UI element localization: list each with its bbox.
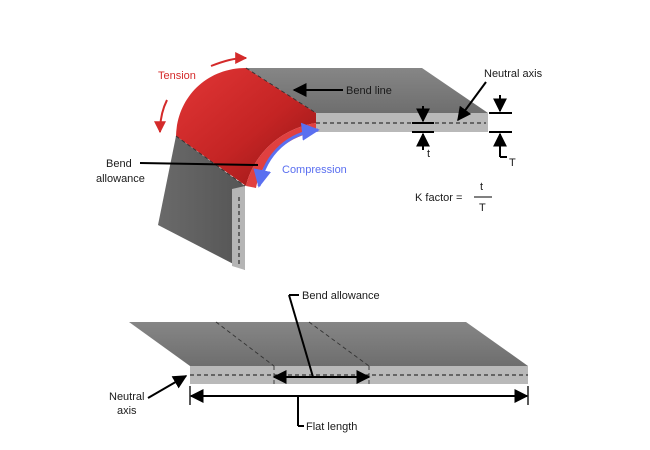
bend-zone-start-dashed [215, 321, 275, 367]
flat-sheet [129, 321, 528, 384]
bend-allowance-bottom-label: Bend allowance [302, 290, 380, 302]
k-factor-numerator: t [480, 181, 483, 193]
bend-allowance-top-leader [139, 162, 259, 166]
k-factor-label: K factor = [415, 192, 462, 204]
tension-arrow-left [154, 99, 168, 134]
bend-region-tension [176, 68, 316, 186]
k-factor-formula: K factor = t T [415, 181, 492, 214]
tension-arrows [154, 52, 248, 134]
k-factor-denominator: T [479, 202, 486, 214]
flat-sheet-top-surface [129, 322, 528, 366]
compression-arc [253, 122, 320, 188]
bend-zone-end-dashed [308, 321, 370, 367]
bent-sheet [158, 67, 488, 270]
bend-allowance-bottom-leader [288, 294, 314, 378]
bend-allowance-top-label-2: allowance [96, 173, 145, 185]
tension-arrow-top [210, 52, 248, 67]
t-big-label: T [509, 157, 516, 169]
inner-bend-dashed [175, 135, 246, 187]
compression-label: Compression [282, 164, 347, 176]
t-dimension: t [412, 106, 434, 160]
bend-allowance-top-label-1: Bend [106, 158, 132, 170]
t-small-label: t [427, 148, 430, 160]
neutral-axis-bottom-leader [147, 375, 188, 399]
vertical-leg-face [158, 136, 245, 270]
T-dimension: T [489, 95, 516, 169]
neutral-axis-top-leader [457, 81, 487, 122]
neutral-axis-top-label: Neutral axis [484, 68, 543, 80]
neutral-axis-bottom-label-2: axis [117, 405, 137, 417]
bend-line-label: Bend line [346, 85, 392, 97]
flat-length-label: Flat length [306, 421, 357, 433]
flat-top-surface [246, 68, 488, 113]
tension-label: Tension [158, 70, 196, 82]
neutral-axis-bottom-label-1: Neutral [109, 391, 144, 403]
